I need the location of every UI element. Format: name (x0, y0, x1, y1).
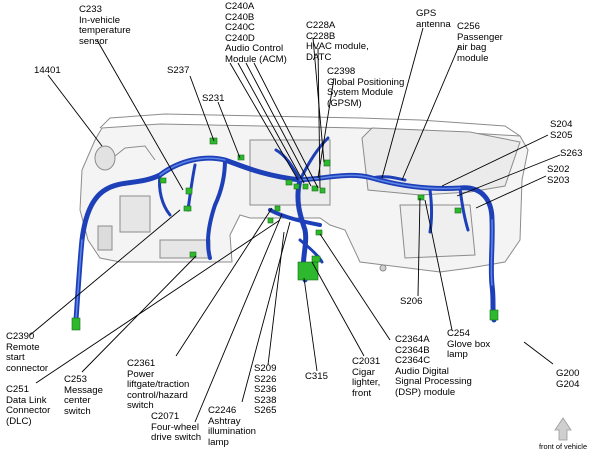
label-s209: S209 S226 S236 S238 S265 (254, 363, 277, 417)
label-c2398: C2398 Global Positioning System Module (… (327, 66, 405, 109)
label-s206: S206 (400, 296, 423, 307)
label-c233: C233 In-vehicle temperature sensor (79, 4, 131, 47)
label-c2364: C2364A C2364B C2364C Audio Digital Signa… (395, 334, 472, 398)
front-arrow-icon (554, 417, 572, 441)
connectors (71, 137, 499, 331)
wiring-harness (73, 136, 497, 323)
label-gps-antenna: GPS antenna (416, 8, 451, 30)
label-c315: C315 (305, 371, 328, 382)
label-c228: C228A C228B HVAC module, DATC (306, 20, 369, 63)
label-c240: C240A C240B C240C C240D Audio Control Mo… (225, 1, 287, 65)
label-front-of-vehicle: front of vehicle (539, 442, 588, 451)
label-s204: S204 S205 (550, 119, 573, 141)
label-s237: S237 (167, 65, 190, 76)
label-c2031: C2031 Cigar lighter, front (352, 356, 381, 399)
label-s231: S231 (202, 93, 225, 104)
label-s263: S263 (560, 148, 583, 159)
label-c254: C254 Glove box lamp (447, 328, 491, 361)
label-14401: 14401 (34, 65, 61, 76)
label-c2390: C2390 Remote start connector (6, 331, 49, 374)
label-c253: C253 Message center switch (64, 374, 103, 417)
label-c2246: C2246 Ashtray illumination lamp (208, 405, 256, 448)
label-g200: G200 G204 (556, 368, 580, 390)
label-c2361: C2361 Power liftgate/traction control/ha… (127, 358, 190, 412)
label-c256: C256 Passenger air bag module (457, 21, 503, 64)
label-c2071: C2071 Four-wheel drive switch (151, 411, 202, 444)
label-c251: C251 Data Link Connector (DLC) (6, 384, 51, 427)
label-s202: S202 S203 (547, 164, 570, 186)
leader-lines (29, 27, 561, 423)
